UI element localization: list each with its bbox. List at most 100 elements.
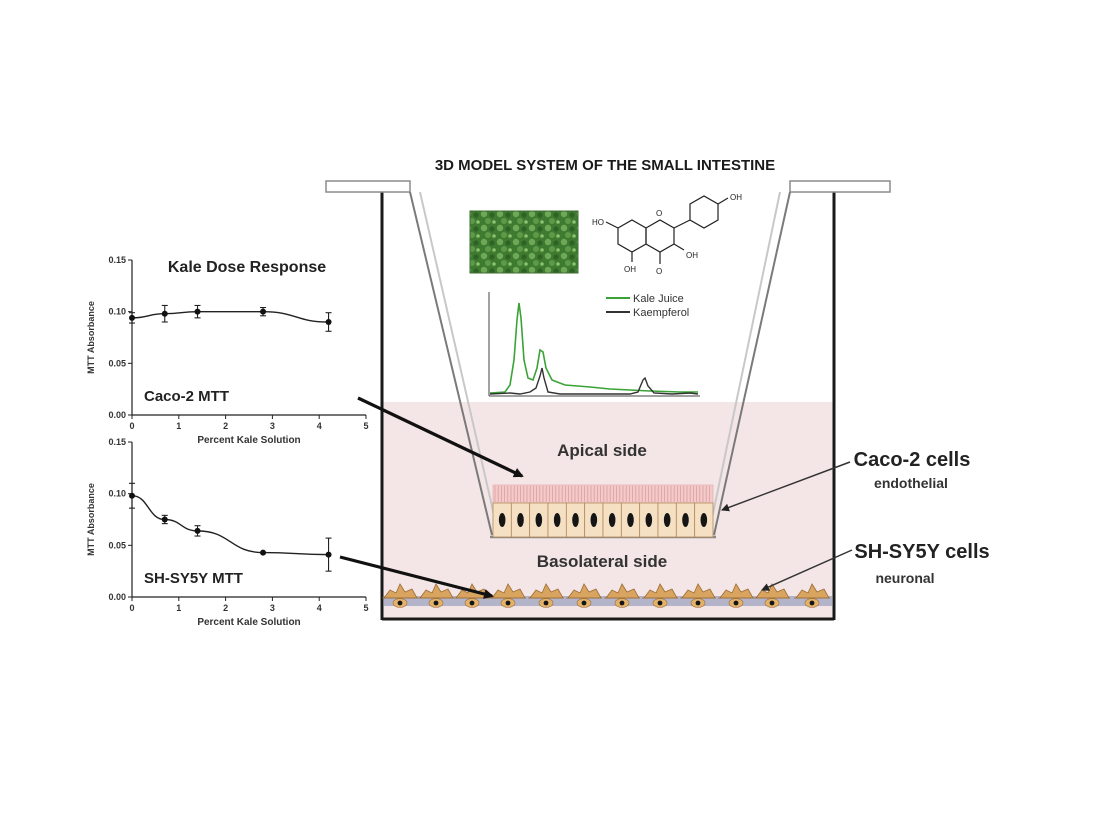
neuron-nucleus (433, 600, 439, 606)
data-point (129, 492, 135, 499)
y-tick-label: 0.10 (108, 489, 126, 499)
x-tick-label: 5 (363, 421, 368, 431)
caco2-monolayer (492, 484, 714, 538)
caco2-pointer-arrow (721, 461, 851, 512)
insert-wall-left-inner (419, 191, 498, 529)
neuron-body (643, 583, 678, 599)
caco2-nucleus (572, 513, 579, 527)
neuron-nucleus (733, 600, 739, 606)
neuron-nucleus (619, 600, 625, 606)
caco2-type-label: endothelial (874, 475, 948, 491)
x-tick-label: 0 (129, 421, 134, 431)
neuron-body (719, 583, 754, 599)
caco2-nucleus (553, 513, 561, 527)
shsy5y-cells-label: SH-SY5Y cells (854, 541, 989, 563)
y-tick-label: 0.10 (108, 307, 126, 317)
insert-wall-right-inner (709, 191, 781, 529)
y-axis-label: MTT Absorbance (86, 483, 96, 556)
data-point (161, 310, 168, 317)
x-axis-label: Percent Kale Solution (197, 617, 300, 628)
y-tick-label: 0.00 (108, 592, 126, 602)
neuron-nucleus (505, 600, 511, 606)
neuron-nucleus (769, 600, 775, 606)
neuron-body (529, 583, 564, 599)
figure-title: 3D MODEL SYSTEM OF THE SMALL INTESTINE (435, 157, 775, 174)
caco2-nucleus (608, 513, 616, 527)
x-tick-label: 0 (129, 603, 134, 613)
neuron-body (419, 583, 454, 599)
kaempferol-structure (605, 195, 729, 264)
chromatogram: Kale Juice Kaempferol (488, 292, 700, 397)
caco2-nucleus (645, 513, 653, 527)
series-line (131, 310, 329, 323)
legend-label-kaempferol: Kaempferol (633, 307, 689, 319)
caco2-nucleus (627, 513, 634, 527)
y-tick-label: 0.05 (108, 358, 126, 368)
insert-rim-left (325, 180, 411, 193)
molecule-oh-right: OH (686, 251, 698, 260)
molecule-oh-bottom: OH (624, 265, 636, 274)
shsy5y-type-label: neuronal (875, 570, 934, 586)
neuron-nucleus (397, 600, 403, 606)
shsy5y-chart-arrow (339, 555, 494, 599)
insert-rim-right (789, 180, 891, 193)
neuron-nucleus (809, 600, 815, 606)
caco2-nucleus (498, 513, 506, 527)
panel-label: Caco-2 MTT (144, 388, 229, 405)
neuron-body (567, 583, 602, 599)
x-tick-label: 4 (317, 421, 322, 431)
kaempferol-trace (489, 367, 699, 395)
insert-wall-left (409, 191, 493, 536)
data-point (325, 319, 332, 325)
shsy5y-pointer-arrow (761, 549, 853, 591)
y-tick-label: 0.15 (108, 255, 126, 265)
molecule-ring-o: O (656, 209, 662, 218)
data-point (194, 308, 201, 315)
data-point (325, 551, 332, 558)
neuron-nucleus (469, 600, 475, 606)
kale-juice-trace (489, 302, 698, 394)
caco2-nucleus (663, 513, 671, 527)
data-point (260, 549, 267, 556)
basolateral-side-label: Basolateral side (537, 552, 667, 571)
caco2-nucleus (517, 513, 524, 527)
x-tick-label: 3 (270, 421, 275, 431)
molecule-carbonyl-o: O (656, 267, 662, 276)
panel-label: SH-SY5Y MTT (144, 570, 243, 587)
caco2-chart-arrow (357, 396, 524, 478)
neuron-nucleus (543, 600, 549, 606)
y-axis-label: MTT Absorbance (86, 301, 96, 374)
y-tick-label: 0.15 (108, 437, 126, 447)
neuron-nucleus (695, 600, 701, 606)
caco2-nucleus (682, 513, 689, 527)
microvilli-layer (492, 484, 714, 504)
x-tick-label: 2 (223, 421, 228, 431)
neuron-nucleus (657, 600, 663, 606)
caco2-nucleus (590, 513, 598, 527)
x-tick-label: 5 (363, 603, 368, 613)
kale-photo (469, 210, 579, 274)
neuron-substrate (384, 596, 832, 606)
x-tick-label: 1 (176, 421, 181, 431)
neuron-body (795, 583, 830, 599)
data-point (194, 527, 201, 534)
dose-response-title: Kale Dose Response (168, 259, 326, 276)
caco2-nucleus (535, 513, 543, 527)
neuron-nucleus (581, 600, 587, 606)
well-diagram (325, 180, 891, 621)
neuron-body (681, 583, 716, 599)
data-point (129, 314, 135, 321)
x-tick-label: 2 (223, 603, 228, 613)
x-tick-label: 3 (270, 603, 275, 613)
legend-label-kale-juice: Kale Juice (633, 293, 684, 305)
y-tick-label: 0.05 (108, 540, 126, 550)
caco2-cells-label: Caco-2 cells (854, 449, 971, 471)
x-axis-label: Percent Kale Solution (197, 435, 300, 446)
neuron-body (383, 583, 418, 599)
neuron-body (605, 583, 640, 599)
data-point (260, 308, 267, 315)
apical-side-label: Apical side (557, 441, 647, 460)
